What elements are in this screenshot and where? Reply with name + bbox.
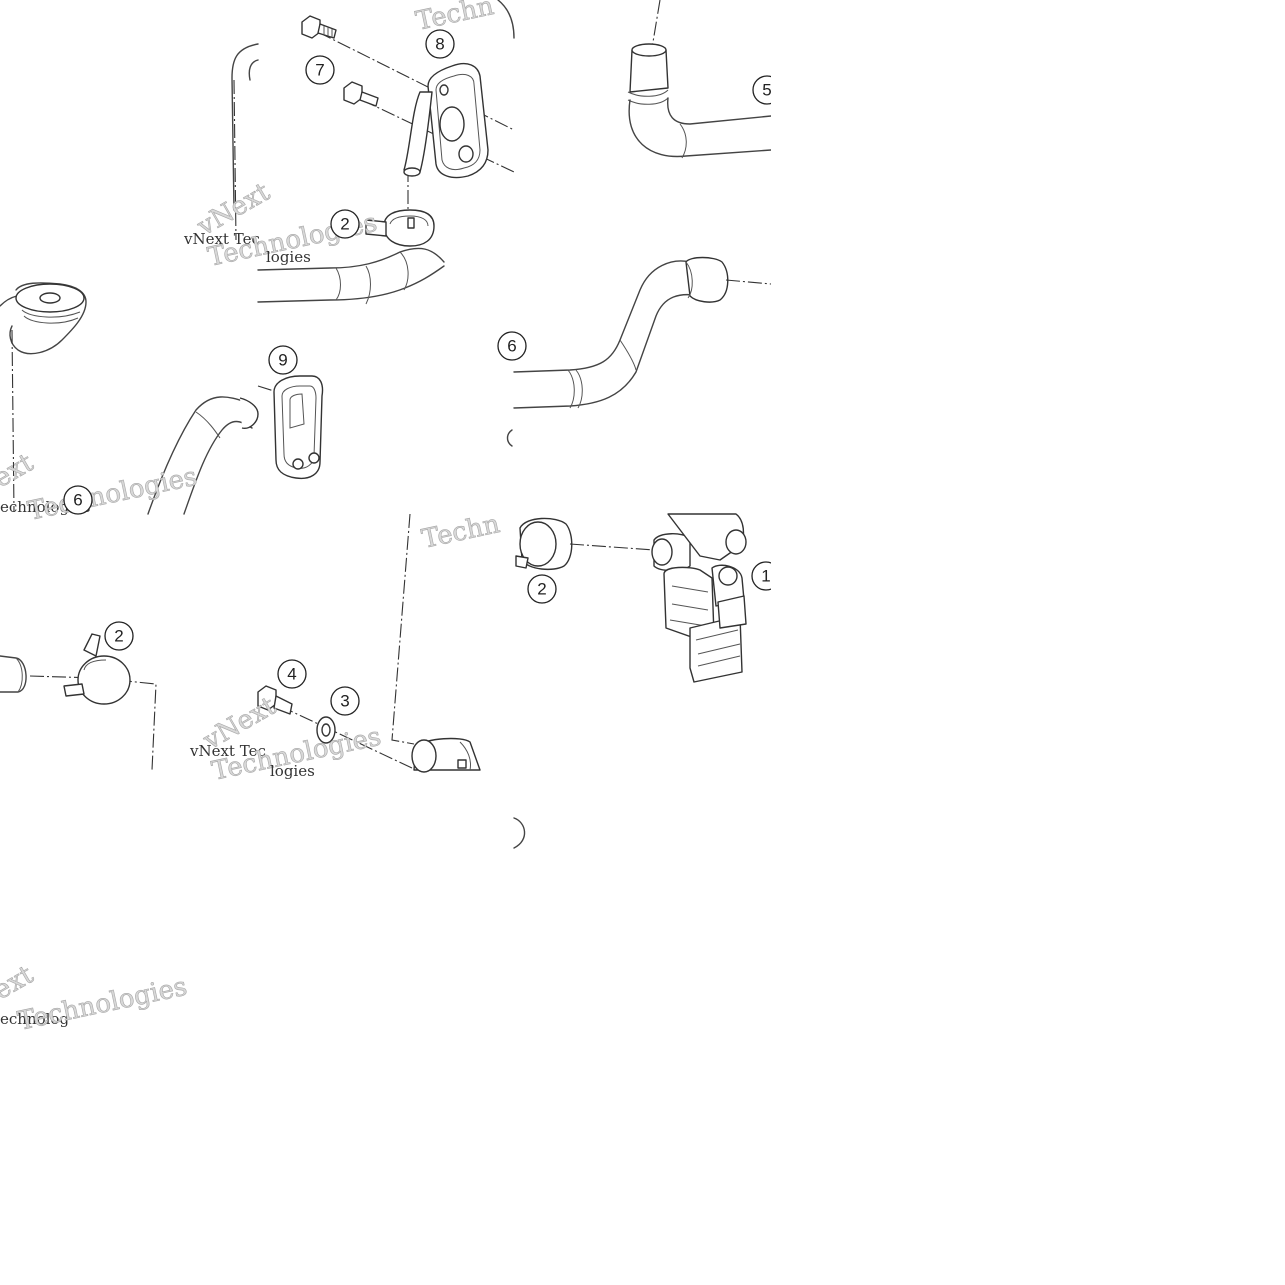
callout-3: 3 [330,686,360,716]
callout-9: 9 [268,345,298,375]
bolt-part [343,81,379,107]
hose-clamp-part [63,633,131,705]
callout-8: 8 [425,29,455,59]
tile-mid-left [0,282,87,513]
hose-outline [513,260,691,373]
callout-2: 2 [104,621,134,651]
washer-part [316,716,336,744]
callout-label: 6 [507,337,516,356]
callout-label: 8 [435,35,444,54]
hose-clamp-part [515,517,573,571]
tile-mid-center [147,375,324,515]
callout-fragment [513,817,526,849]
callout-2: 2 [330,209,360,239]
tile-lower-left [0,633,157,771]
watermark-text: ext [0,448,39,495]
tile-top-center [231,0,515,305]
callout-6: 6 [63,485,93,515]
valve-part [651,513,747,683]
callout-label: 4 [287,665,296,684]
hose-outline-lower [257,247,445,271]
watermark-caption: vNext Tec [189,742,266,760]
watermark-caption: echnolog [0,1010,69,1028]
tile-top-right [627,0,772,159]
callout-label: 5 [762,81,771,100]
tile-mid-right [513,256,772,409]
callout-label: 7 [315,61,324,80]
hose-outline [231,43,259,211]
hose-outline [628,99,772,158]
watermark-text: Techn [413,0,497,37]
blank-area [771,0,1285,1285]
watermark-text: Techn [419,509,503,555]
hose-clamp-part [365,209,435,247]
tile-lower-right [515,513,747,683]
watermark-caption: logies [270,762,315,780]
bolt-part [257,685,293,715]
bracket-part [403,62,489,179]
tile-lower-center [257,513,481,773]
grommet-part [273,375,324,480]
callout-4: 4 [277,659,307,689]
callout-label: 9 [278,351,287,370]
callout-label: 2 [114,627,123,646]
callout-7: 7 [305,55,335,85]
bolt-part [301,15,337,39]
callout-label: 2 [537,580,546,599]
callout-label: 1 [761,567,770,586]
callout-label: 6 [73,491,82,510]
callout-6: 6 [497,331,527,361]
callout-2: 2 [527,574,557,604]
watermark-caption: logies [266,248,311,266]
callout-label: 2 [340,215,349,234]
watermark-text: Technologies [15,972,190,1037]
watermark-text: Technologies [25,462,200,527]
watermark-text: ext [0,960,39,1007]
callout-label: 3 [340,692,349,711]
hose-fitting-part [411,737,481,773]
watermark-caption: vNext Tec [183,230,260,248]
watermark: Techn vNext vNext Tec Technologies logie… [0,0,503,1037]
hose-outline [147,396,247,515]
